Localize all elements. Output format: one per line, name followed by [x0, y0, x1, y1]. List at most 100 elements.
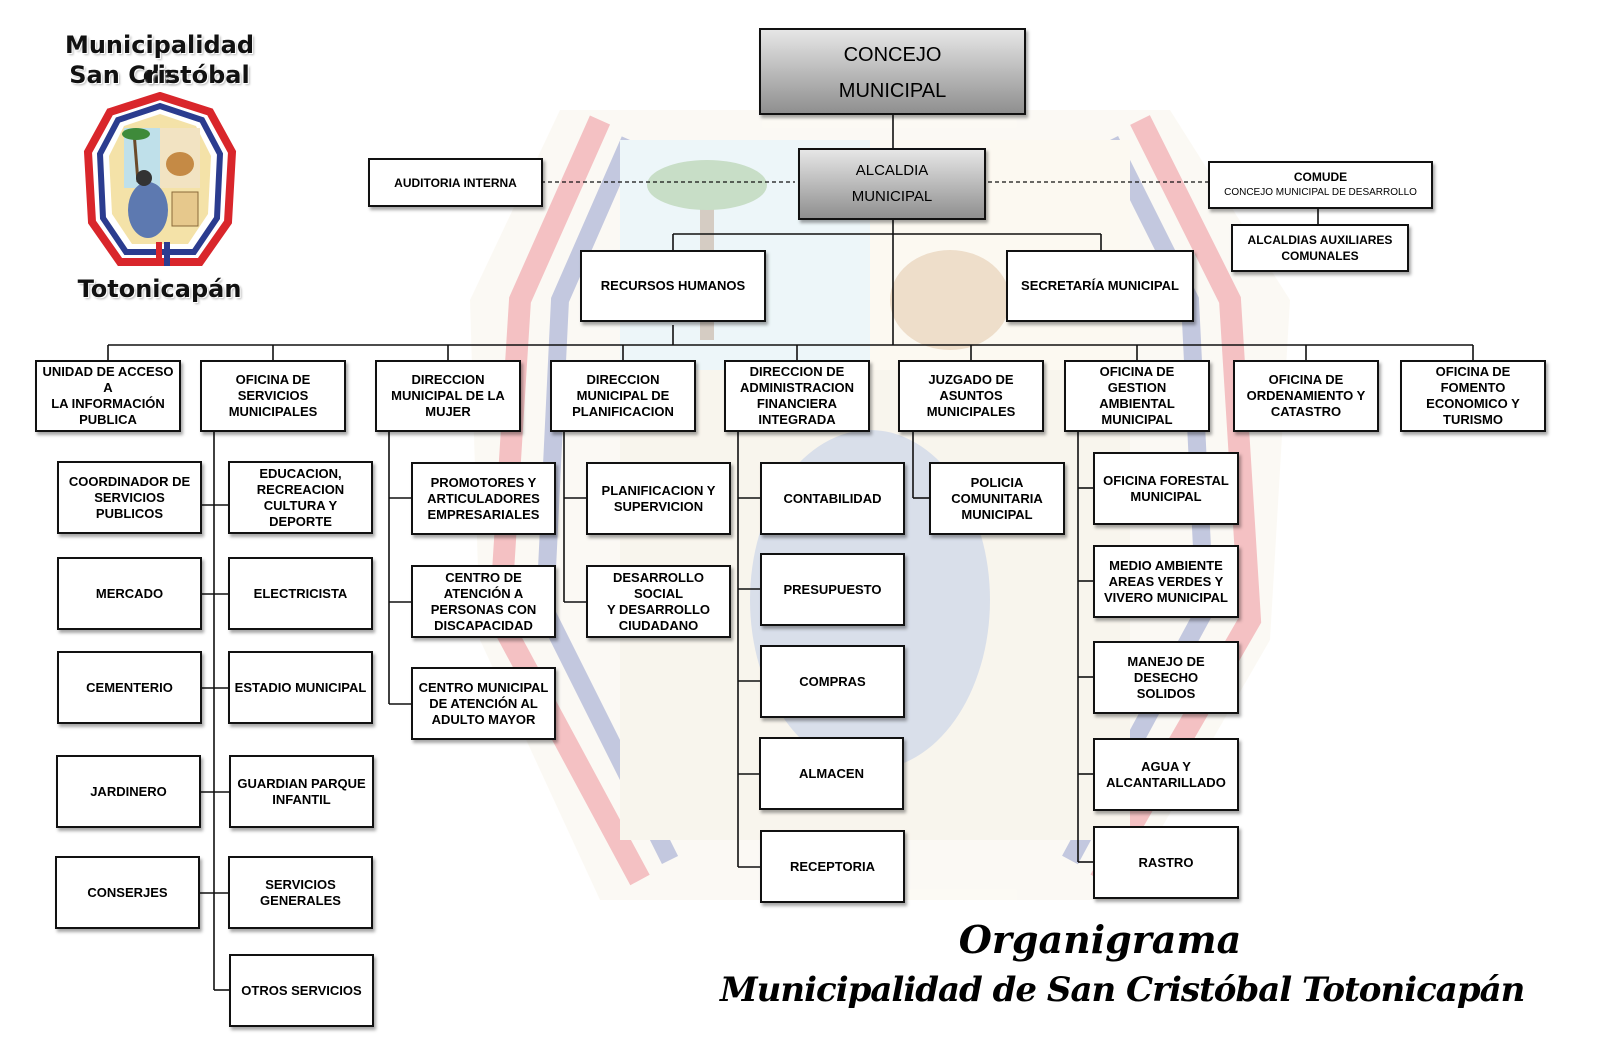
node-estadio-municipal: ESTADIO MUNICIPAL: [228, 651, 373, 724]
node-alcaldias-aux-line2: COMUNALES: [1281, 249, 1359, 263]
node-medio-ambiente-line2: AREAS VERDES Y: [1108, 573, 1224, 589]
node-policia-line3: MUNICIPAL: [961, 506, 1033, 522]
node-catastro-line3: CATASTRO: [1270, 404, 1342, 419]
node-medio-ambiente-line1: MEDIO AMBIENTE: [1109, 557, 1223, 573]
node-adulto-mayor-line3: ADULTO MAYOR: [431, 711, 536, 727]
node-policia-line1: POLICIA: [970, 474, 1024, 490]
node-osm-line2: SERVICIOS: [237, 388, 309, 403]
node-auditoria-interna: AUDITORIA INTERNA: [368, 158, 543, 207]
node-promotores-line2: ARTICULADORES: [427, 490, 540, 506]
node-compras-label: COMPRAS: [799, 673, 866, 689]
node-desarrollo-social-line3: CIUDADANO: [618, 617, 699, 633]
node-dafim-line4: INTEGRADA: [758, 412, 836, 427]
node-rastro: RASTRO: [1093, 826, 1239, 899]
node-presupuesto: PRESUPUESTO: [760, 553, 905, 626]
node-comude-line2: CONCEJO MUNICIPAL DE DESARROLLO: [1224, 187, 1417, 198]
node-mercado-label: MERCADO: [95, 585, 164, 601]
node-dafim-line3: FINANCIERA: [756, 396, 838, 411]
node-electricista: ELECTRICISTA: [228, 557, 373, 630]
node-alcaldias-auxiliares: ALCALDIAS AUXILIARES COMUNALES: [1231, 224, 1409, 272]
logo-title-line3: Totonicapán: [77, 275, 242, 303]
municipal-coat-of-arms-icon: [83, 92, 237, 266]
node-secretaria-label: SECRETARÍA MUNICIPAL: [1021, 278, 1179, 293]
node-forestal-line1: OFICINA FORESTAL: [1103, 472, 1229, 488]
node-promotores-line3: EMPRESARIALES: [427, 506, 540, 522]
node-rastro-label: RASTRO: [1138, 854, 1194, 870]
node-presupuesto-label: PRESUPUESTO: [783, 581, 882, 597]
node-fomento-line1: OFICINA DE: [1435, 364, 1511, 379]
node-planif-sup-line1: PLANIFICACION Y: [601, 482, 716, 498]
node-desechos-line2: SOLIDOS: [1136, 685, 1196, 701]
node-dmp-line1: DIRECCION: [586, 372, 660, 387]
node-policia-line2: COMUNITARIA: [951, 490, 1043, 506]
node-forestal-line2: MUNICIPAL: [1130, 488, 1202, 504]
node-almacen-label: ALMACEN: [799, 765, 864, 781]
node-dmp-line2: MUNICIPAL DE: [576, 388, 670, 403]
node-concejo-line1: CONCEJO: [843, 43, 942, 66]
node-conserjes: CONSERJES: [55, 856, 200, 929]
node-juzgado-line1: JUZGADO DE: [928, 372, 1014, 387]
node-osm-line1: OFICINA DE: [235, 372, 311, 387]
node-conserjes-label: CONSERJES: [87, 884, 168, 900]
node-comude-line1: COMUDE: [1293, 170, 1348, 184]
node-fomento-line3: ECONOMICO Y: [1426, 396, 1520, 411]
node-concejo-municipal: CONCEJO MUNICIPAL: [759, 28, 1026, 115]
node-discapacidad-line1: CENTRO DE: [445, 569, 522, 585]
logo-title-line1: Municipalidad de: [64, 31, 255, 89]
node-cementerio: CEMENTERIO: [57, 651, 202, 724]
node-desarrollo-social-line1: DESARROLLO SOCIAL: [613, 569, 704, 601]
node-receptoria-label: RECEPTORIA: [790, 858, 875, 874]
node-alcaldias-aux-line1: ALCALDIAS AUXILIARES: [1247, 233, 1393, 247]
node-almacen: ALMACEN: [759, 737, 904, 810]
node-alcaldia-line1: ALCALDIA: [855, 162, 929, 179]
node-agua-line1: AGUA Y: [1141, 758, 1191, 774]
node-medio-ambiente-line3: VIVERO MUNICIPAL: [1104, 589, 1228, 605]
node-estadio-label: ESTADIO MUNICIPAL: [234, 679, 367, 695]
node-jardinero: JARDINERO: [56, 755, 201, 828]
node-concejo-line2: MUNICIPAL: [838, 79, 947, 102]
node-catastro-line2: ORDENAMIENTO Y: [1246, 388, 1366, 403]
node-osm-line3: MUNICIPALES: [228, 404, 318, 419]
node-recursos-humanos: RECURSOS HUMANOS: [580, 250, 766, 322]
node-dmm-line2: MUNICIPAL DE LA: [391, 388, 505, 403]
node-adulto-mayor-line1: CENTRO MUNICIPAL: [418, 679, 549, 695]
node-juzgado-line3: MUNICIPALES: [926, 404, 1016, 419]
diagram-title-line1: Organigrama: [958, 917, 1242, 962]
node-guardian-line2: INFANTIL: [272, 791, 331, 807]
node-discapacidad-line3: PERSONAS CON: [430, 601, 537, 617]
node-jardinero-label: JARDINERO: [90, 783, 167, 799]
node-dafim-line1: DIRECCION DE: [749, 364, 845, 379]
node-otros-servicios: OTROS SERVICIOS: [229, 954, 374, 1027]
node-receptoria: RECEPTORIA: [760, 830, 905, 903]
node-juzgado-line2: ASUNTOS: [939, 388, 1003, 403]
node-compras: COMPRAS: [760, 645, 905, 718]
node-desarrollo-social-line2: Y DESARROLLO: [606, 601, 711, 617]
node-ogam-line3: MUNICIPAL: [1101, 412, 1173, 427]
node-uaip-line1: UNIDAD DE ACCESO A: [42, 364, 174, 395]
node-dafim-line2: ADMINISTRACION: [739, 380, 855, 395]
node-uaip-line2: LA INFORMACIÓN: [51, 396, 165, 411]
node-agua-line2: ALCANTARILLADO: [1106, 774, 1226, 790]
logo-title-line2: San Cristóbal: [69, 61, 250, 89]
node-promotores-line1: PROMOTORES Y: [430, 474, 537, 490]
node-discapacidad-line4: DISCAPACIDAD: [434, 617, 533, 633]
node-coord-serv-line1: COORDINADOR DE: [68, 473, 191, 489]
node-catastro-line1: OFICINA DE: [1268, 372, 1344, 387]
node-educacion-line1: EDUCACION,: [259, 465, 342, 481]
node-fomento-line4: TURISMO: [1443, 412, 1503, 427]
